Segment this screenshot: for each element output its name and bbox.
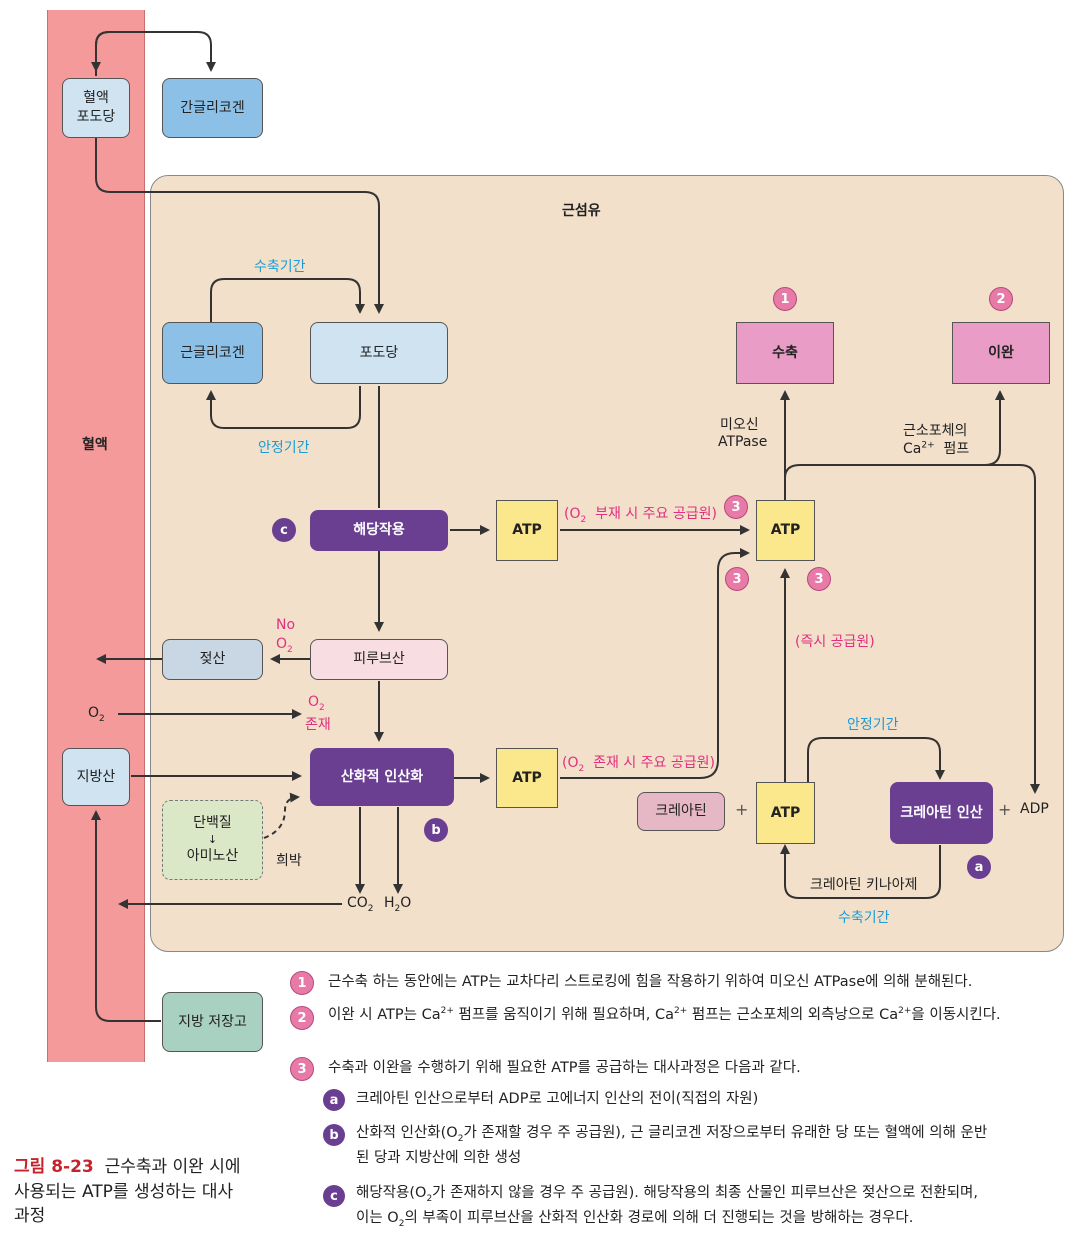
creatine-phosphate-box: 크레아틴 인산 (890, 782, 993, 844)
creatine-kinase-label: 크레아틴 키나아제 (810, 877, 918, 893)
caption-line-1: 근수축과 이완 시에 (104, 1157, 241, 1177)
immediate-source-label: (즉시 공급원) (795, 634, 875, 650)
legend-item-2: 이완 시 ATP는 Ca2+ 펌프를 움직이기 위해 필요하며, Ca2+ 펌프… (328, 1006, 1001, 1023)
myosin-atpase-label-2: ATPase (718, 434, 768, 450)
legend-marker-1: 1 (290, 971, 314, 995)
protein-label: 단백질 (193, 814, 232, 831)
atp-creatine-box: ATP (756, 782, 815, 844)
glucose-box: 포도당 (310, 322, 448, 384)
adp-label: ADP (1020, 801, 1049, 817)
marker-3-top: 3 (724, 495, 748, 519)
marker-3-right: 3 (807, 567, 831, 591)
legend-item-a: 크레아틴 인산으로부터 ADP로 고에너지 인산의 전이(직접의 자원) (356, 1091, 759, 1107)
legend-item-b: 산화적 인산화(O2가 존재할 경우 주 공급원), 근 글리코겐 저장으로부터… (356, 1125, 988, 1166)
marker-1: 1 (773, 287, 797, 311)
creatine-box: 크레아틴 (637, 792, 725, 831)
dilute-label: 희박 (276, 853, 302, 869)
oxidative-phosphorylation-box: 산화적 인산화 (310, 748, 454, 806)
fatty-acid-box: 지방산 (62, 748, 130, 806)
lactate-box: 젖산 (162, 639, 263, 680)
marker-c: c (272, 518, 296, 542)
o2-present-word: 존재 (305, 717, 331, 733)
no-o2-label-no: No (276, 617, 296, 633)
pyruvate-box: 피루브산 (310, 639, 448, 680)
plus-sign-2: + (998, 800, 1012, 819)
caption-line-3: 과정 (14, 1206, 46, 1227)
rest-period-label: 안정기간 (258, 440, 310, 456)
liver-glycogen-box: 간글리코겐 (162, 78, 263, 138)
no-o2-label-o2: O2 (276, 636, 293, 655)
sr-pump-label-1: 근소포체의 (903, 423, 968, 439)
o2-absent-source-label: (O2 부재 시 주요 공급원) (564, 506, 717, 525)
protein-aminoacid-box: 단백질 ↓ 아미노산 (162, 800, 263, 880)
legend-marker-a: a (323, 1089, 345, 1111)
atp-main-box: ATP (756, 500, 815, 561)
legend-marker-3: 3 (290, 1057, 314, 1081)
atp-glycolysis-box: ATP (496, 500, 558, 561)
legend-item-3: 수축과 이완을 수행하기 위해 필요한 ATP를 공급하는 대사과정은 다음과 … (328, 1060, 801, 1076)
legend-item-c: 해당작용(O2가 존재하지 않을 경우 주 공급원). 해당작용의 최종 산물인… (356, 1185, 978, 1229)
legend-item-1: 근수축 하는 동안에는 ATP는 교차다리 스트로킹에 힘을 작용하기 위하여 … (328, 974, 973, 990)
relaxation-box: 이완 (952, 322, 1050, 384)
marker-2: 2 (989, 287, 1013, 311)
amino-acid-label: 아미노산 (186, 848, 239, 865)
marker-a: a (967, 855, 991, 879)
myosin-atpase-label-1: 미오신 (720, 417, 759, 433)
atp-oxidative-box: ATP (496, 748, 558, 808)
muscle-glycogen-box: 근글리코겐 (162, 322, 263, 384)
blood-label: 혈액 (82, 437, 108, 453)
caption-line-2: 사용되는 ATP를 생성하는 대사 (14, 1181, 234, 1202)
contraction-period-label: 수축기간 (254, 259, 306, 275)
contraction-period-label-2: 수축기간 (838, 910, 890, 926)
fat-storage-box: 지방 저장고 (162, 992, 263, 1052)
figure-caption: 그림 8-23 근수축과 이완 시에 사용되는 ATP를 생성하는 대사 과정 (14, 1155, 284, 1229)
blood-glucose-box: 혈액 포도당 (62, 78, 130, 138)
contraction-box: 수축 (736, 322, 834, 384)
fiber-label: 근섬유 (562, 203, 601, 219)
figure-number: 그림 8-23 (14, 1157, 94, 1177)
glycolysis-box: 해당작용 (310, 510, 448, 551)
marker-b: b (424, 818, 448, 842)
o2-present-label: O2 (308, 694, 325, 713)
legend-marker-2: 2 (290, 1006, 314, 1030)
o2-blood-label: O2 (88, 705, 105, 724)
o2-present-source-label: (O2 존재 시 주요 공급원) (562, 755, 715, 774)
plus-sign-1: + (735, 800, 749, 819)
legend-marker-c: c (323, 1185, 345, 1207)
co2-h2o-label: CO2 H2O (347, 895, 412, 914)
small-down-arrow-icon: ↓ (207, 832, 218, 846)
sr-pump-label-2: Ca2+ 펌프 (903, 440, 970, 457)
marker-3-left: 3 (725, 567, 749, 591)
rest-period-label-2: 안정기간 (847, 717, 899, 733)
legend-marker-b: b (323, 1124, 345, 1146)
